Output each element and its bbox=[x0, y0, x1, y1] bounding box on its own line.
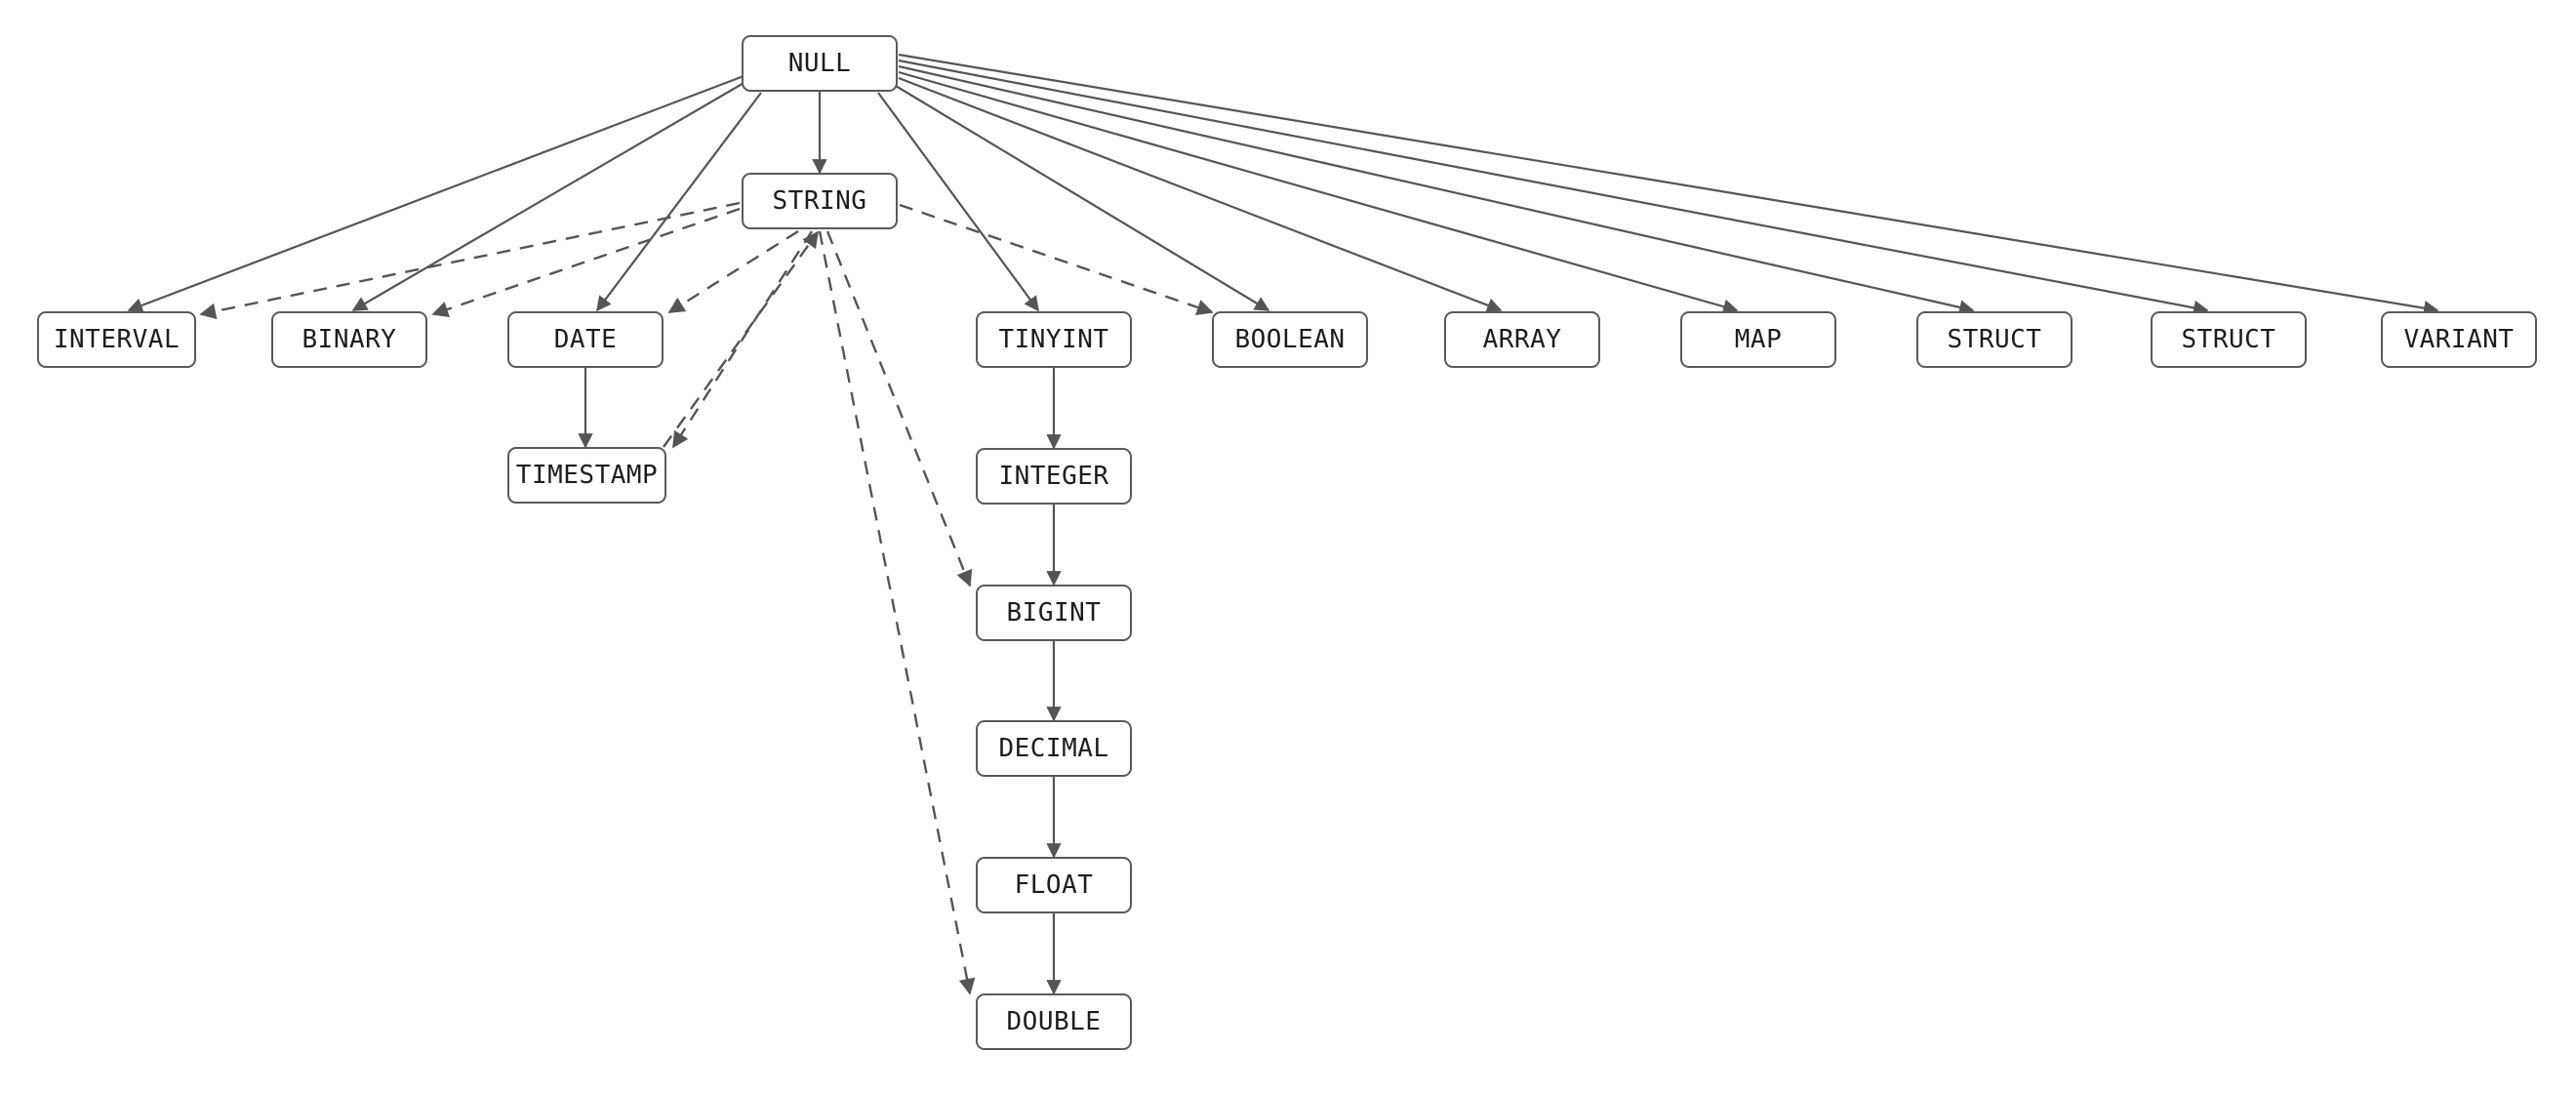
node-label-boolean: BOOLEAN bbox=[1234, 325, 1346, 354]
node-label-struct2: STRUCT bbox=[2181, 325, 2276, 354]
node-double[interactable]: DOUBLE bbox=[976, 993, 1132, 1050]
node-label-variant: VARIANT bbox=[2403, 325, 2515, 354]
edge-null-to-map bbox=[898, 70, 1739, 314]
edge-null-to-struct1 bbox=[898, 64, 1975, 315]
node-binary[interactable]: BINARY bbox=[271, 311, 427, 368]
edge-string-to-binary bbox=[431, 207, 741, 318]
edge-null-to-array bbox=[898, 76, 1503, 313]
node-interval[interactable]: INTERVAL bbox=[37, 311, 196, 368]
node-label-null: NULL bbox=[787, 49, 852, 78]
node-null[interactable]: NULL bbox=[742, 35, 898, 92]
node-label-date: DATE bbox=[553, 325, 618, 354]
edge-string-to-date bbox=[667, 229, 799, 314]
edge-null-to-date bbox=[596, 92, 762, 312]
node-map[interactable]: MAP bbox=[1680, 311, 1836, 368]
node-tinyint[interactable]: TINYINT bbox=[976, 311, 1132, 368]
edge-null-to-interval bbox=[127, 74, 745, 313]
node-boolean[interactable]: BOOLEAN bbox=[1212, 311, 1368, 368]
node-label-float: FLOAT bbox=[1014, 870, 1094, 900]
node-bigint[interactable]: BIGINT bbox=[976, 585, 1132, 641]
node-label-bigint: BIGINT bbox=[1006, 598, 1102, 627]
node-string[interactable]: STRING bbox=[742, 173, 898, 229]
edge-timestamp-to-string bbox=[663, 230, 819, 448]
edge-null-to-tinyint bbox=[877, 92, 1039, 312]
node-label-interval: INTERVAL bbox=[53, 325, 181, 354]
edge-null-to-binary bbox=[351, 81, 746, 311]
node-label-tinyint: TINYINT bbox=[998, 325, 1109, 354]
node-label-decimal: DECIMAL bbox=[998, 734, 1109, 763]
node-struct1[interactable]: STRUCT bbox=[1916, 311, 2073, 368]
node-struct2[interactable]: STRUCT bbox=[2151, 311, 2307, 368]
node-label-struct1: STRUCT bbox=[1947, 325, 2042, 354]
node-label-integer: INTEGER bbox=[998, 462, 1109, 491]
node-variant[interactable]: VARIANT bbox=[2381, 311, 2537, 368]
edge-null-to-variant bbox=[898, 53, 2439, 316]
node-date[interactable]: DATE bbox=[507, 311, 664, 368]
edge-string-to-interval bbox=[199, 201, 741, 320]
node-float[interactable]: FLOAT bbox=[976, 857, 1132, 913]
node-decimal[interactable]: DECIMAL bbox=[976, 720, 1132, 777]
node-label-double: DOUBLE bbox=[1006, 1007, 1102, 1036]
edge-string-to-timestamp bbox=[671, 230, 814, 449]
edge-null-to-struct2 bbox=[898, 59, 2209, 315]
node-timestamp[interactable]: TIMESTAMP bbox=[507, 447, 666, 504]
edge-string-to-double bbox=[818, 230, 976, 995]
node-label-binary: BINARY bbox=[302, 325, 397, 354]
edge-string-to-boolean bbox=[899, 203, 1214, 316]
node-array[interactable]: ARRAY bbox=[1444, 311, 1600, 368]
node-label-string: STRING bbox=[772, 186, 867, 216]
edge-string-to-bigint bbox=[825, 230, 973, 587]
edge-null-to-boolean bbox=[895, 85, 1270, 311]
node-label-map: MAP bbox=[1734, 325, 1783, 354]
node-integer[interactable]: INTEGER bbox=[976, 448, 1132, 505]
node-label-timestamp: TIMESTAMP bbox=[515, 461, 659, 490]
node-label-array: ARRAY bbox=[1482, 325, 1562, 354]
